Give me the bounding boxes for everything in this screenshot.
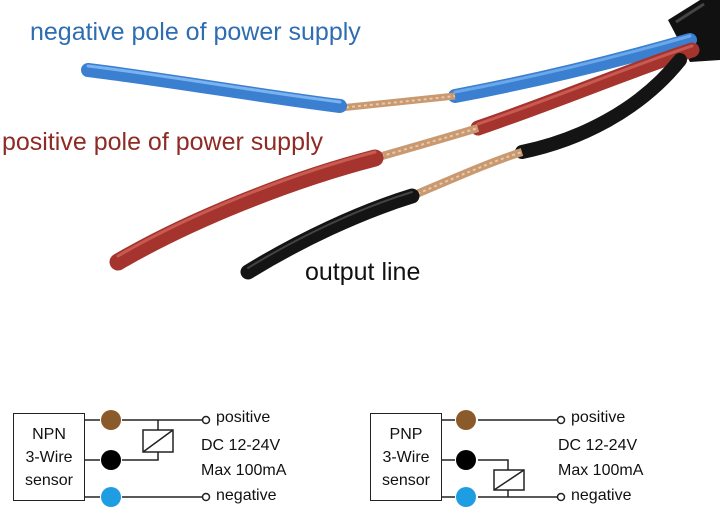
npn-blue-terminal — [101, 487, 121, 507]
npn-brown-terminal — [101, 410, 121, 430]
positive-pole-label: positive pole of power supply — [2, 128, 324, 156]
pnp-wire-label: 3-Wire — [382, 448, 430, 466]
npn-positive-node — [201, 415, 211, 425]
npn-wire-label: 3-Wire — [25, 448, 73, 466]
pnp-negative-label: negative — [571, 487, 632, 504]
npn-schematic — [83, 419, 203, 498]
pnp-brown-terminal — [456, 410, 476, 430]
pnp-positive-node — [556, 415, 566, 425]
npn-negative-node — [201, 492, 211, 502]
npn-voltage-label: DC 12-24V — [201, 437, 281, 454]
blue-wire — [81, 33, 697, 113]
pnp-positive-label: positive — [571, 409, 626, 426]
npn-sensor-box: NPN 3-Wire sensor — [13, 413, 85, 501]
npn-black-terminal — [101, 450, 121, 470]
cable-jacket — [668, 0, 720, 62]
output-line-label: output line — [305, 258, 421, 286]
pnp-sensor-label: sensor — [381, 471, 431, 489]
pnp-voltage-label: DC 12-24V — [558, 437, 638, 454]
npn-negative-label: negative — [216, 487, 277, 504]
pnp-sensor-box: PNP 3-Wire sensor — [370, 413, 442, 501]
npn-positive-label: positive — [216, 409, 271, 426]
pnp-black-terminal — [456, 450, 476, 470]
pnp-current-label: Max 100mA — [558, 462, 644, 479]
black-wire — [240, 53, 687, 280]
npn-current-label: Max 100mA — [201, 462, 287, 479]
negative-pole-label: negative pole of power supply — [30, 18, 361, 46]
red-wire — [109, 42, 700, 271]
pnp-negative-node — [556, 492, 566, 502]
pnp-schematic — [440, 419, 558, 498]
pnp-blue-terminal — [456, 487, 476, 507]
npn-type-label: NPN — [32, 425, 66, 443]
npn-sensor-label: sensor — [24, 471, 74, 489]
pnp-type-label: PNP — [389, 425, 423, 443]
